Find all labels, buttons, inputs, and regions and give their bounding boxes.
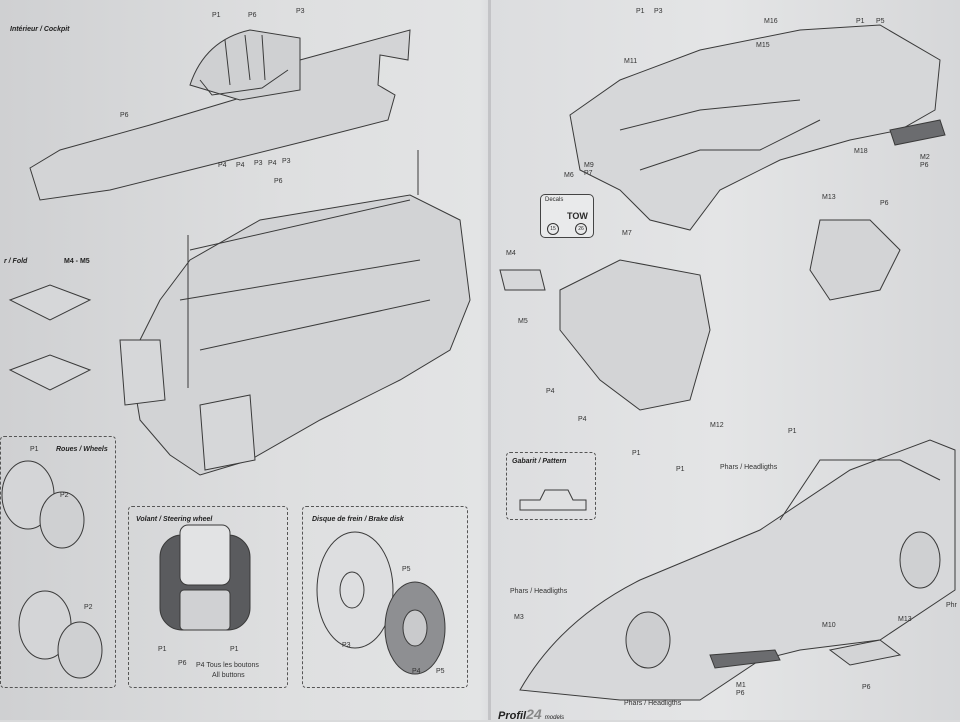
fold-parts-title: M4 - M5 xyxy=(64,258,90,265)
page-fold xyxy=(488,0,491,720)
headlights-label: Phars / Headligths xyxy=(624,700,682,707)
label-m12: M12 xyxy=(710,422,724,429)
cockpit-floor xyxy=(29,29,411,201)
label-p4: P4 xyxy=(268,160,277,167)
label-p4: P4 xyxy=(412,668,421,675)
label-p7: P7 xyxy=(584,170,593,177)
label-m2: M2 xyxy=(920,154,930,161)
label-p5: P5 xyxy=(876,18,885,25)
label-m3: M3 xyxy=(514,614,524,621)
label-p6: P6 xyxy=(178,660,187,667)
decal-number-a: 15 xyxy=(547,223,559,235)
label-p1: P1 xyxy=(676,466,685,473)
brake-box xyxy=(302,506,468,688)
label-p5: P5 xyxy=(436,668,445,675)
label-p3: P3 xyxy=(296,8,305,15)
label-p1: P1 xyxy=(212,12,221,19)
label-m9: M9 xyxy=(584,162,594,169)
label-m11: M11 xyxy=(624,58,638,65)
steering-title: Volant / Steering wheel xyxy=(136,516,213,523)
steering-box xyxy=(128,506,288,688)
headlights-label: Phars / Headligths xyxy=(510,588,568,595)
label-p1: P1 xyxy=(636,8,645,15)
label-m7: M7 xyxy=(622,230,632,237)
label-p6: P6 xyxy=(120,112,129,119)
label-p6: P6 xyxy=(920,162,929,169)
label-m6: M6 xyxy=(564,172,574,179)
label-p2: P2 xyxy=(84,604,93,611)
label-p3: P3 xyxy=(654,8,663,15)
label-p1: P1 xyxy=(230,646,239,653)
label-p6: P6 xyxy=(880,200,889,207)
fold-title: r / Fold xyxy=(4,258,28,265)
label-p4: P4 xyxy=(578,416,587,423)
label-m15: M15 xyxy=(756,42,770,49)
page-number: 24 xyxy=(526,706,542,722)
label-m18: M18 xyxy=(854,148,868,155)
decal-number-b: 26 xyxy=(575,223,587,235)
decal-tow: TOW xyxy=(567,211,588,221)
label-p1: P1 xyxy=(158,646,167,653)
decal-badge: Decals TOW 15 26 xyxy=(540,194,594,238)
label-p3: P3 xyxy=(282,158,291,165)
label-p6: P6 xyxy=(248,12,257,19)
label-m10: M10 xyxy=(822,622,836,629)
label-p6: P6 xyxy=(736,690,745,697)
label-p1: P1 xyxy=(632,450,641,457)
label-m16: M16 xyxy=(764,18,778,25)
headlights-label: Phars / Headligths xyxy=(720,464,778,471)
pattern-title: Gabarit / Pattern xyxy=(512,458,567,465)
label-m13: M13 xyxy=(822,194,836,201)
all-buttons-label: All buttons xyxy=(212,672,245,679)
label-p6: P6 xyxy=(862,684,871,691)
label-p5: P5 xyxy=(402,566,411,573)
label-m4: M4 xyxy=(506,250,516,257)
brand-sub: models xyxy=(544,715,565,721)
label-p3: P3 xyxy=(254,160,263,167)
decal-title: Decals xyxy=(545,197,564,203)
label-p6: P6 xyxy=(274,178,283,185)
phr-label: Phr xyxy=(946,602,957,609)
brand-logo: Profil24 models xyxy=(498,706,564,722)
pattern-box xyxy=(506,452,596,520)
label-m5: M5 xyxy=(518,318,528,325)
label-p4: P4 xyxy=(236,162,245,169)
label-p1: P1 xyxy=(856,18,865,25)
brake-title: Disque de frein / Brake disk xyxy=(312,516,404,523)
chassis-tub xyxy=(129,194,471,476)
label-p4: P4 xyxy=(218,162,227,169)
interior-title: Intérieur / Cockpit xyxy=(10,26,70,33)
body-shell-top xyxy=(569,24,941,231)
wheels-title: Roues / Wheels xyxy=(56,446,108,453)
buttons-label: P4 Tous les boutons xyxy=(196,662,259,669)
label-m1: M1 xyxy=(736,682,746,689)
label-m13: M13 xyxy=(898,616,912,623)
label-p1: P1 xyxy=(30,446,39,453)
brand-name: Profil xyxy=(498,710,527,722)
label-p4: P4 xyxy=(546,388,555,395)
label-p2: P2 xyxy=(60,492,69,499)
label-p1: P1 xyxy=(788,428,797,435)
wheels-box xyxy=(0,436,116,688)
label-p3: P3 xyxy=(342,642,351,649)
